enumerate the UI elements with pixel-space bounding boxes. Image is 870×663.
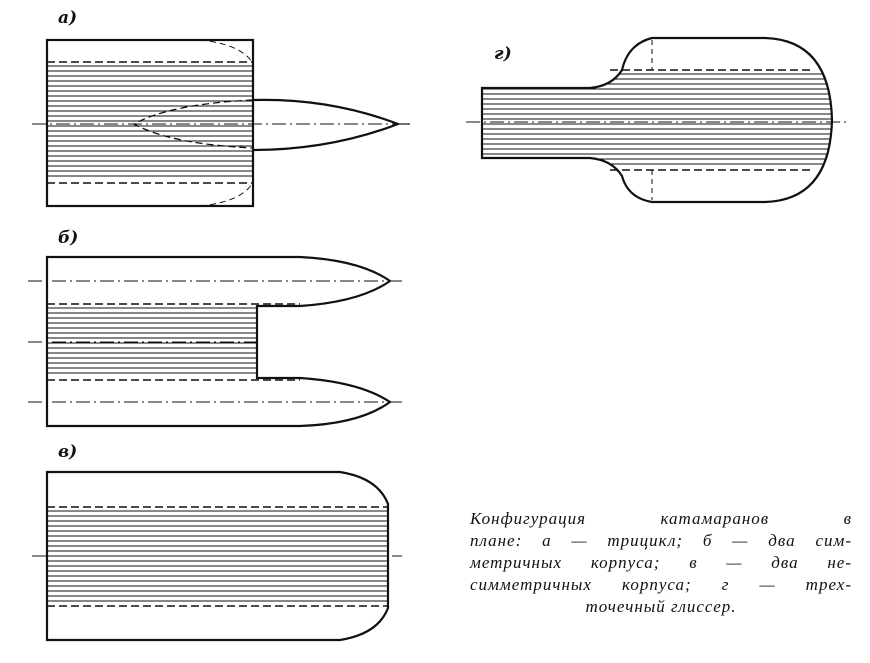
caption-line: симметричных корпуса; г — трех-	[470, 575, 852, 594]
diagram-v-two-asymmetric-hulls	[32, 470, 402, 642]
caption-line: плане: а — трицикл; б — два сим-	[470, 531, 852, 550]
label-g: г)	[494, 44, 512, 64]
diagram-a-tricycle	[32, 38, 410, 208]
label-v: в)	[58, 442, 78, 462]
caption-line: точечный глиссер.	[585, 597, 737, 616]
label-b: б)	[58, 228, 79, 248]
diagram-g-three-point-hydroplane	[466, 36, 846, 204]
figure-caption: Конфигурация катамаранов в плане: а — тр…	[470, 508, 852, 618]
label-a: а)	[58, 8, 78, 28]
caption-line: Конфигурация катамаранов в	[470, 509, 852, 528]
diagram-b-two-symmetric-hulls	[28, 255, 402, 428]
caption-line: метричных корпуса; в — два не-	[470, 553, 852, 572]
